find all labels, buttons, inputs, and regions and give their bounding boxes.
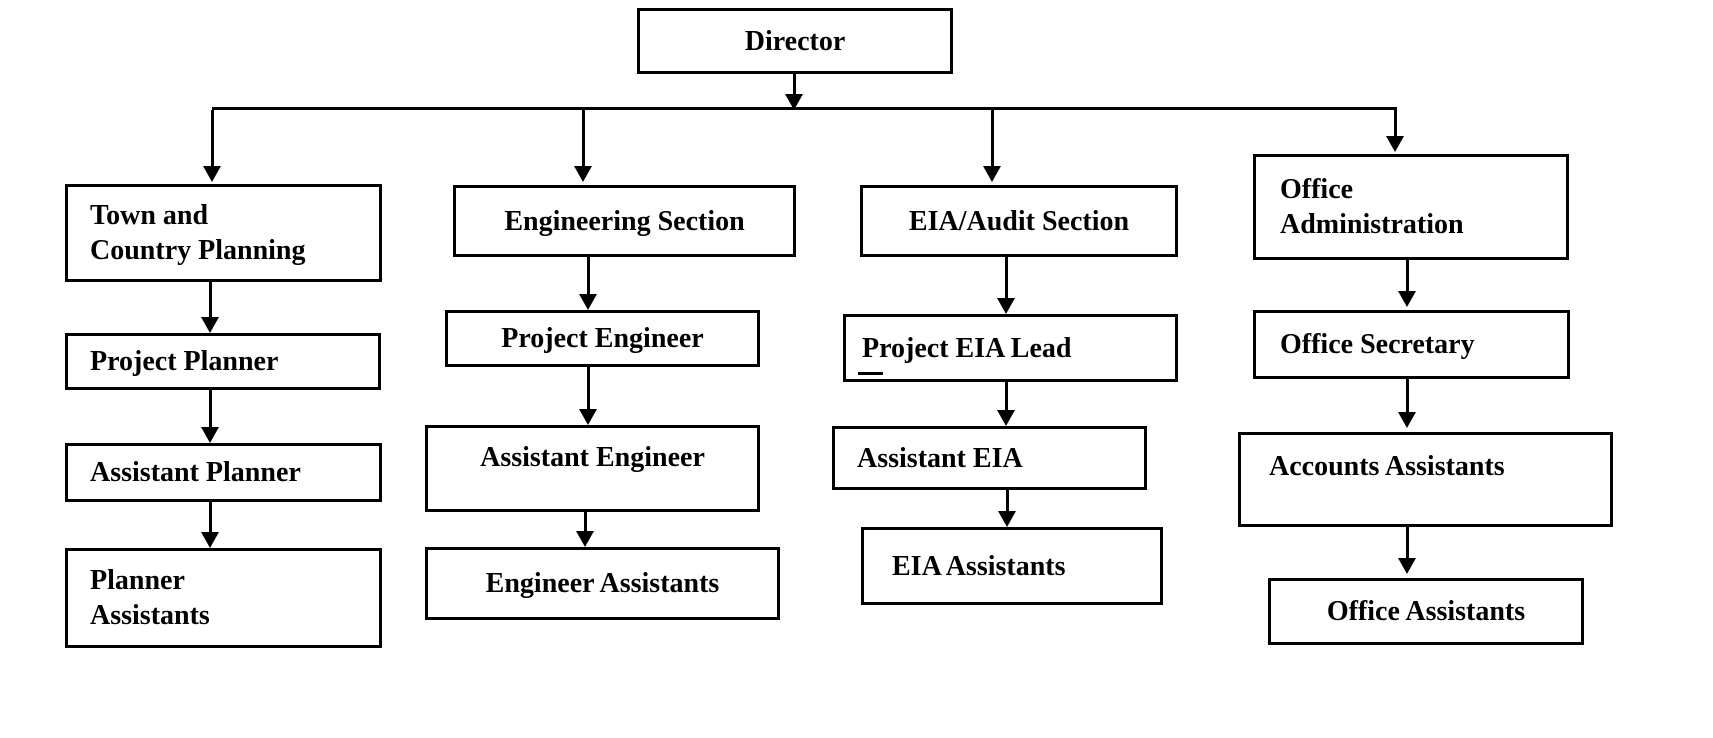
connector-drop-planning — [211, 110, 214, 167]
node-project-engineer: Project Engineer — [445, 310, 760, 367]
arrowhead-drop-eia — [983, 166, 1001, 182]
arrowhead-eia-2 — [997, 410, 1015, 426]
connector-engineering-2 — [587, 367, 590, 410]
node-office-assistants: Office Assistants — [1268, 578, 1584, 645]
connector-office-2 — [1406, 379, 1409, 413]
arrowhead-director — [785, 94, 803, 110]
connector-planning-1 — [209, 282, 212, 318]
connector-drop-office — [1394, 110, 1397, 137]
node-project-eia-lead: Project EIA Lead — [843, 314, 1178, 382]
node-eia-assistants: EIA Assistants — [861, 527, 1163, 605]
node-town-country-planning: Town and Country Planning — [65, 184, 382, 282]
arrowhead-planning-2 — [201, 427, 219, 443]
node-director: Director — [637, 8, 953, 74]
node-project-planner: Project Planner — [65, 333, 381, 390]
connector-eia-1 — [1005, 257, 1008, 299]
connector-engineering-1 — [587, 257, 590, 295]
arrowhead-drop-engineering — [574, 166, 592, 182]
node-accounts-assistants: Accounts Assistants — [1238, 432, 1613, 527]
connector-planning-2 — [209, 390, 212, 428]
stray-underline-mark — [858, 372, 883, 375]
node-office-administration: Office Administration — [1253, 154, 1569, 260]
arrowhead-engineering-1 — [579, 294, 597, 310]
connector-eia-3 — [1006, 490, 1009, 512]
connector-office-1 — [1406, 260, 1409, 292]
node-engineer-assistants: Engineer Assistants — [425, 547, 780, 620]
node-eia-audit-section: EIA/Audit Section — [860, 185, 1178, 257]
node-assistant-planner: Assistant Planner — [65, 443, 382, 502]
node-assistant-eia: Assistant EIA — [832, 426, 1147, 490]
arrowhead-eia-3 — [998, 511, 1016, 527]
connector-bus-line — [212, 107, 1397, 110]
arrowhead-planning-3 — [201, 532, 219, 548]
connector-drop-eia — [991, 110, 994, 167]
arrowhead-eia-1 — [997, 298, 1015, 314]
connector-eia-2 — [1005, 382, 1008, 412]
arrowhead-engineering-2 — [579, 409, 597, 425]
arrowhead-office-2 — [1398, 412, 1416, 428]
connector-planning-3 — [209, 502, 212, 533]
connector-drop-engineering — [582, 110, 585, 167]
arrowhead-office-3 — [1398, 558, 1416, 574]
connector-office-3 — [1406, 527, 1409, 559]
arrowhead-office-1 — [1398, 291, 1416, 307]
arrowhead-engineering-3 — [576, 531, 594, 547]
node-assistant-engineer: Assistant Engineer — [425, 425, 760, 512]
node-office-secretary: Office Secretary — [1253, 310, 1570, 379]
node-engineering-section: Engineering Section — [453, 185, 796, 257]
connector-engineering-3 — [584, 512, 587, 532]
arrowhead-planning-1 — [201, 317, 219, 333]
connector-director-line — [793, 74, 796, 96]
arrowhead-drop-planning — [203, 166, 221, 182]
arrowhead-drop-office — [1386, 136, 1404, 152]
node-planner-assistants: Planner Assistants — [65, 548, 382, 648]
